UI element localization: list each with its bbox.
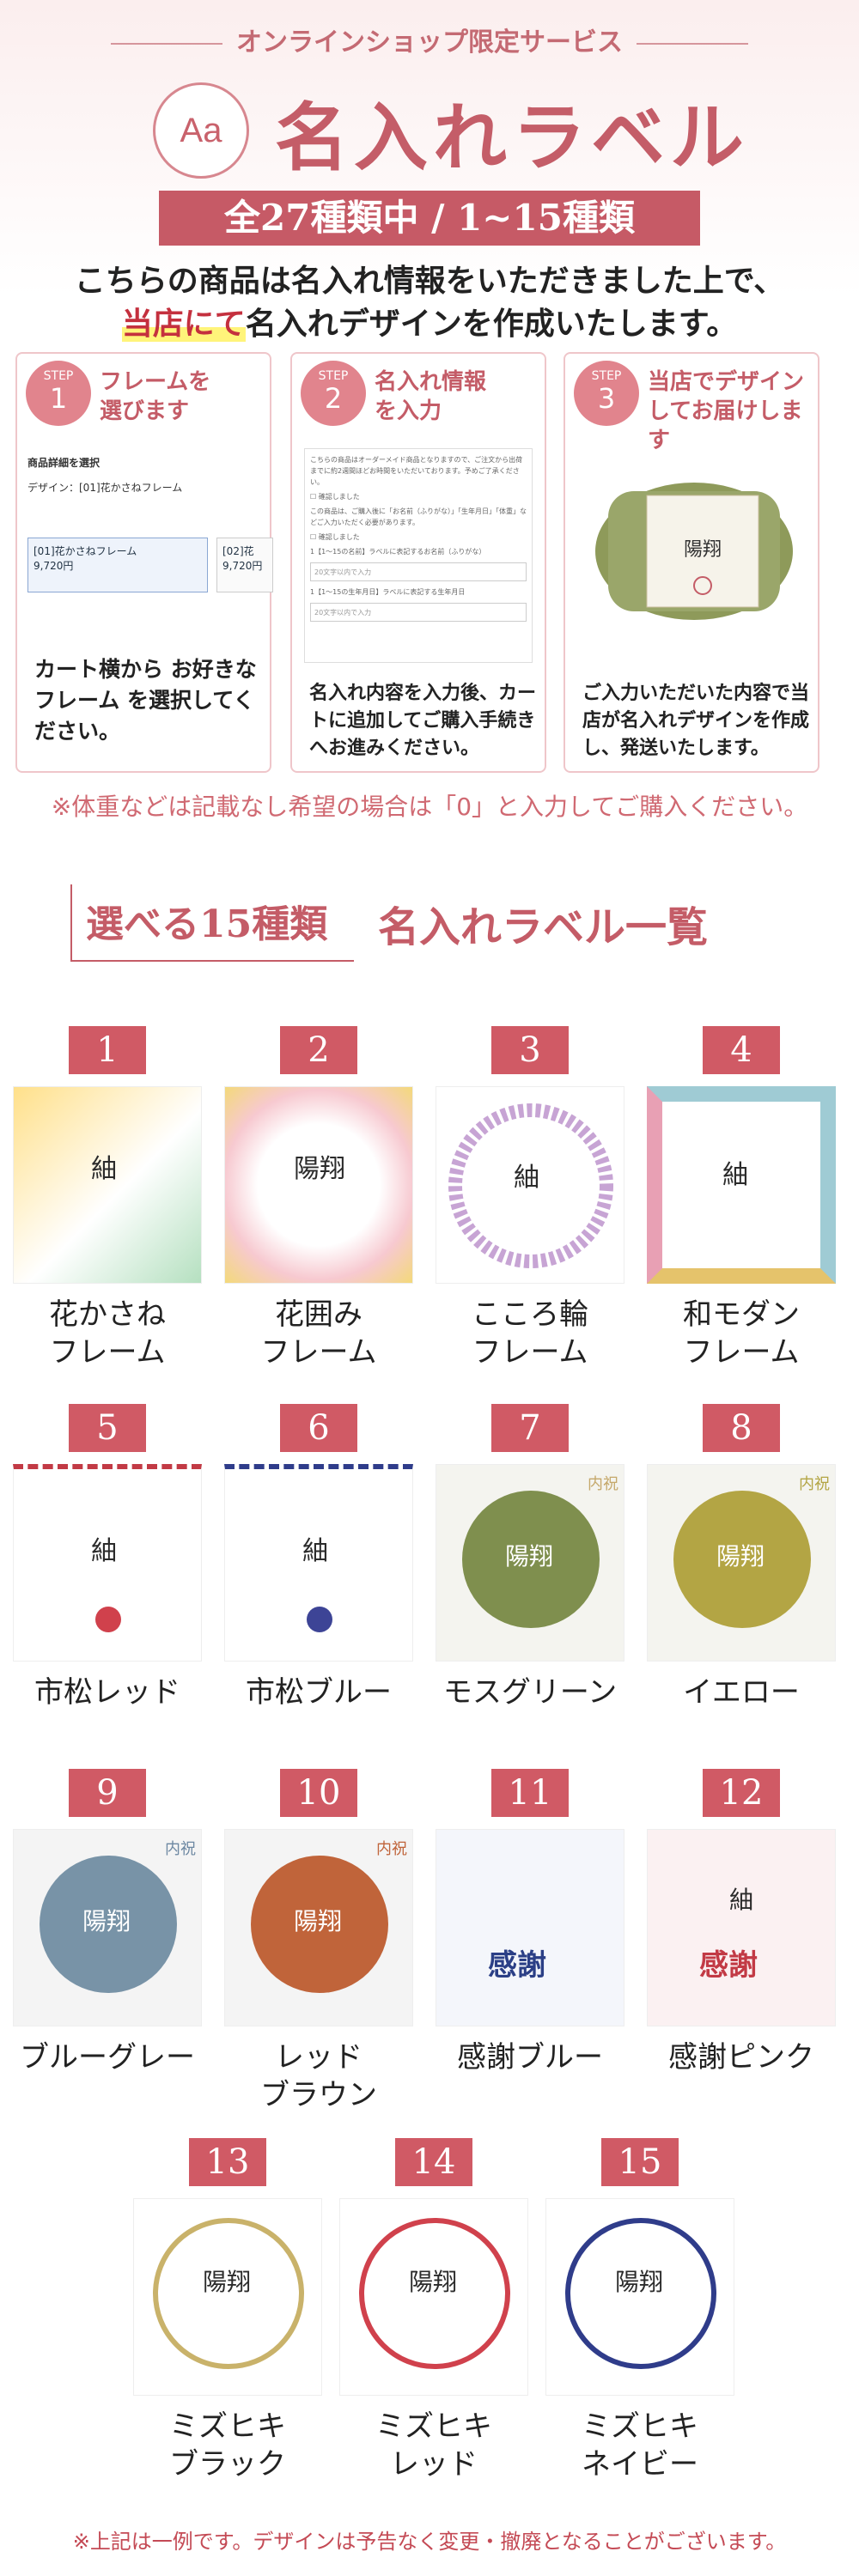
label-item-12[interactable]: 12 紬 感謝 感謝ピンク [643,1769,840,2076]
step-title: 名入れ情報を入力 [375,369,487,424]
item-name: こころ輪フレーム [472,1297,588,1370]
label-preview: 陽翔 内祝 [647,1464,836,1662]
label-preview: 紬 [13,1464,202,1662]
label-item-9[interactable]: 9 陽翔 内祝 ブルーグレー [9,1769,206,2076]
label-preview: 陽翔 内祝 [436,1464,624,1662]
label-preview: 陽翔 [545,2198,734,2396]
item-number: 9 [69,1769,146,1817]
item-name: モスグリーン [442,1675,618,1710]
label-preview: 紬 [13,1086,202,1284]
item-name: 市松ブルー [246,1675,392,1710]
item-name: ブルーグレー [20,2040,195,2075]
item-number: 1 [69,1026,146,1074]
ring-icon [359,2218,510,2369]
label-item-15[interactable]: 15 陽翔 ミズヒキネイビー [541,2138,739,2483]
item-number: 10 [280,1769,357,1817]
disclaimer: ※上記は一例です。デザインは予告なく変更・撤廃となることがございます。 [72,2530,787,2554]
step-2-screenshot: こちらの商品はオーダーメイド商品となりますので、ご注文から出荷までに約2週間ほど… [304,448,533,663]
count-banner: 全27種類中 / 1~15種類 [159,191,700,246]
heading-count: 選べる15種類 [86,902,328,946]
label-item-8[interactable]: 8 陽翔 内祝 イエロー [643,1404,840,1711]
label-item-4[interactable]: 4 紬 和モダンフレーム [643,1026,840,1371]
step-desc: ご入力いただいた内容で当店が名入れデザインを作成し、発送いたします。 [582,683,810,759]
step-desc: カート横から お好きなフレーム を選択してください。 [34,657,257,744]
font-badge-icon: Aa [153,82,249,179]
item-number: 7 [491,1404,569,1452]
item-name: イエロー [683,1675,800,1710]
rice-bag-image: 陽翔 [595,483,793,620]
label-item-1[interactable]: 1 紬 花かさねフレーム [9,1026,206,1371]
label-item-7[interactable]: 7 陽翔 内祝 モスグリーン [431,1404,629,1711]
item-number: 12 [703,1769,780,1817]
item-name: 和モダンフレーム [683,1297,800,1370]
item-number: 14 [395,2138,472,2186]
item-name: 感謝ブルー [457,2040,603,2075]
ring-icon [153,2218,304,2369]
item-name: 感謝ピンク [668,2040,814,2075]
label-item-10[interactable]: 10 陽翔 内祝 レッドブラウン [220,1769,417,2114]
item-number: 4 [703,1026,780,1074]
ring-icon [565,2218,716,2369]
list-heading: 選べる15種類 名入れラベル一覧 [0,884,859,970]
label-preview: 陽翔 [224,1086,413,1284]
eyebrow: オンラインショップ限定サービス [0,21,859,58]
label-item-2[interactable]: 2 陽翔 花囲みフレーム [220,1026,417,1371]
label-item-13[interactable]: 13 陽翔 ミズヒキブラック [129,2138,326,2483]
intro-line-1: こちらの商品は名入れ情報をいただきました上で、 [74,263,785,299]
item-number: 15 [601,2138,679,2186]
label-preview: 紬 [647,1086,836,1284]
item-number: 13 [189,2138,266,2186]
mizuhiki-icon [307,1607,332,1632]
item-name: 市松レッド [34,1675,180,1710]
item-name: レッドブラウン [260,2040,377,2112]
label-preview: 陽翔 [339,2198,528,2396]
heading-title: 名入れラベル一覧 [378,903,709,951]
label-preview: 陽翔 内祝 [224,1829,413,2026]
heading-bracket [70,884,354,962]
item-number: 8 [703,1404,780,1452]
label-item-11[interactable]: 11 感謝 感謝ブルー [431,1769,629,2076]
mizuhiki-icon [95,1607,121,1632]
step-title: フレームを選びます [100,369,211,424]
item-name: 花囲みフレーム [260,1297,377,1370]
label-preview: 紬 感謝 [647,1829,836,2026]
item-name: ミズヒキネイビー [582,2409,698,2482]
item-number: 3 [491,1026,569,1074]
label-preview: 陽翔 [133,2198,322,2396]
label-item-3[interactable]: 3 紬 こころ輪フレーム [431,1026,629,1371]
rice-label-name: 陽翔 [684,539,722,561]
step-desc: 名入れ内容を入力後、カートに追加してご購入手続きへお進みください。 [309,683,537,759]
item-name: 花かさねフレーム [49,1297,166,1370]
item-number: 11 [491,1769,569,1817]
label-item-6[interactable]: 6 紬 市松ブルー [220,1404,417,1711]
label-preview: 紬 [436,1086,624,1284]
intro-line-2: 当店にて名入れデザインを作成いたします。 [0,299,859,343]
item-number: 2 [280,1026,357,1074]
item-number: 5 [69,1404,146,1452]
page-title: 名入れラベル [275,95,749,181]
label-preview: 感謝 [436,1829,624,2026]
label-preview: 陽翔 内祝 [13,1829,202,2026]
intro-line-2-text: 名入れデザインを作成いたします。 [245,306,738,342]
input-note: ※体重などは記載なし希望の場合は「0」と入力してご購入ください。 [51,793,808,821]
label-preview: 紬 [224,1464,413,1662]
label-item-5[interactable]: 5 紬 市松レッド [9,1404,206,1711]
wreath-icon [448,1103,613,1268]
item-number: 6 [280,1404,357,1452]
intro-highlight: 当店にて [121,306,246,342]
label-item-14[interactable]: 14 陽翔 ミズヒキレッド [335,2138,533,2483]
item-name: ミズヒキレッド [375,2409,492,2482]
step-title: 当店でデザインしてお届けします [648,369,805,453]
item-name: ミズヒキブラック [169,2409,286,2482]
